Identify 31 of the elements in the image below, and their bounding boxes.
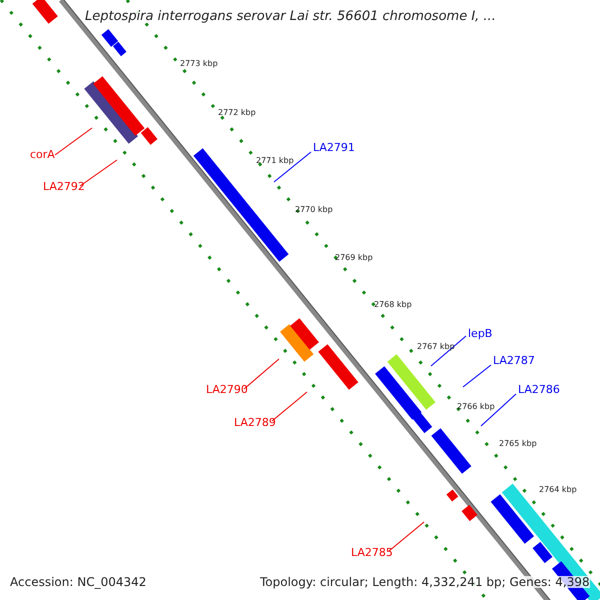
position-label: 2764 kbp [539,486,577,494]
position-label: 2771 kbp [256,157,294,165]
leader-line [430,336,466,366]
position-label: 2772 kbp [218,109,256,117]
gene-label: LA2785 [351,547,393,558]
leader-line [54,128,92,156]
footer-text: Accession: NC_004342 [10,576,146,588]
map-title: Leptospira interrogans serovar Lai str. 56601 chromosome I, ... [85,10,496,23]
gene-label: LA2786 [518,384,560,395]
position-label: 2770 kbp [295,206,333,214]
position-label: 2773 kbp [180,60,218,68]
leader-line [272,392,308,422]
position-label: 2767 kbp [417,343,455,351]
leader-line [274,152,312,182]
gene-label: LA2790 [206,384,248,395]
leader-line [388,522,424,552]
leader-line [80,160,118,186]
gene-label: corA [30,149,55,160]
leader-line [462,364,492,388]
gene-label: LA2792 [43,181,85,192]
position-label: 2769 kbp [335,254,373,262]
position-label: 2766 kbp [457,403,495,411]
leader-line [480,394,516,426]
gene-label: LA2791 [313,142,355,153]
leader-line [244,358,280,390]
gene-label: LA2789 [234,417,276,428]
position-label: 2765 kbp [499,440,537,448]
position-label: 2768 kbp [374,301,412,309]
footer-text: Topology: circular; Length: 4,332,241 bp; Genes: 4,398 [260,576,590,588]
gene-label: LA2787 [493,355,535,366]
gene-label: lepB [468,328,492,339]
